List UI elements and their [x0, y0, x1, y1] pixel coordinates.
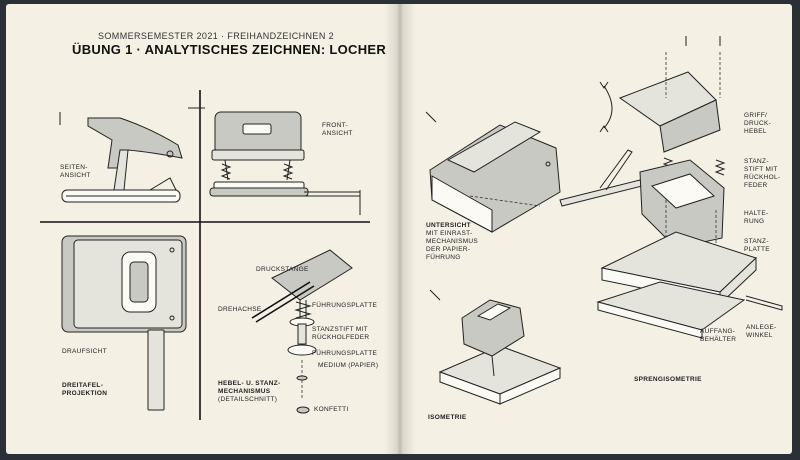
label-halterung: Halte- rung: [744, 210, 769, 225]
label-hebel-stanzmechanismus: Hebel- u. Stanz- mechanismus: [218, 380, 281, 395]
top-view-sketch: [61, 235, 187, 411]
label-isometrie: Isometrie: [428, 414, 467, 421]
label-untersicht: Untersicht: [426, 222, 471, 229]
label-sprengisometrie: Sprengisometrie: [634, 376, 702, 383]
label-frontansicht: Front- ansicht: [322, 122, 353, 137]
exercise-title: Übung 1 · Analytisches Zeichnen: Locher: [72, 42, 387, 57]
label-drehachse: Drehachse: [218, 306, 262, 313]
front-view-sketch: [209, 111, 360, 197]
underside-view-sketch: [429, 121, 643, 233]
isometric-view-sketch: [438, 299, 562, 405]
label-draufsicht: Draufsicht: [62, 348, 107, 355]
label-fuehrungsplatte-1: Führungsplatte: [312, 302, 378, 309]
label-fuehrungsplatte-2: Führungsplatte: [312, 350, 378, 357]
side-view-sketch: [61, 117, 183, 203]
book-gutter: [384, 4, 416, 454]
label-untersicht-text: mit Einrast- mechanismus der Papier- füh…: [426, 230, 479, 261]
label-stanzstift: Stanzstift mit Rückholfeder: [312, 326, 370, 341]
label-stanzstift-rueckholfeder: Stanz- stift mit Rückhol- feder: [744, 158, 781, 189]
label-anlegewinkel: Anlege- winkel: [746, 324, 777, 339]
label-griff-druckhebel: Griff/ Druck- hebel: [744, 112, 772, 135]
label-dreitafel-projektion: Dreitafel- Projektion: [62, 382, 108, 397]
label-detailschnitt: (Detailschnitt): [218, 396, 278, 403]
exploded-isometric-sketch: [596, 52, 783, 339]
course-header: Sommersemester 2021 · Freihandzeichnen 2: [98, 31, 335, 41]
label-auffangbehaelter: Auffang- behälter: [700, 328, 737, 343]
label-seitenansicht: Seiten- ansicht: [60, 164, 91, 179]
label-stanzplatte: Stanz- platte: [744, 238, 770, 253]
left-page: [6, 4, 402, 454]
label-medium: Medium (Papier): [318, 362, 379, 369]
mechanism-detail-sketch: [251, 249, 353, 414]
label-druckstange: Druckstange: [256, 266, 309, 273]
label-konfetti: Konfetti: [314, 406, 349, 413]
